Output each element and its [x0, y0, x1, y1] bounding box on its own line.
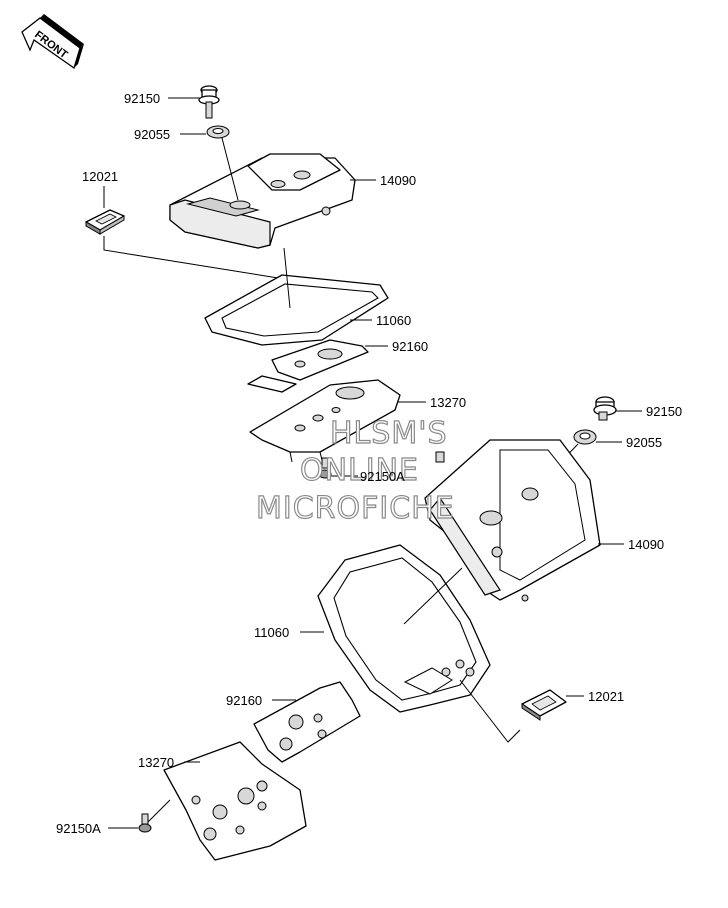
- bracket-13270-top: [249, 379, 401, 463]
- callout-plate-top: 92160: [392, 339, 428, 354]
- watermark: HLSM'S ONLINE MICROFICHE: [255, 415, 455, 526]
- callout-bracket-top: 13270: [430, 395, 466, 410]
- callout-bracket-bottom: 13270: [138, 755, 174, 770]
- cover-14090-top: [169, 137, 356, 249]
- gasket-11060-top: [204, 247, 389, 346]
- screw-92150a-bottom: [138, 799, 171, 833]
- watermark-line-1: HLSM'S: [330, 416, 448, 451]
- callout-screw-top: 92150A: [360, 469, 405, 484]
- cap-12021-bottom: [521, 689, 567, 721]
- leader-lines: [103, 97, 642, 829]
- bolt-92150-top: [198, 85, 220, 119]
- washer-92055-top: [206, 125, 230, 139]
- callout-washer-right: 92055: [626, 435, 662, 450]
- cap-12021-top: [85, 209, 279, 279]
- gasket-11060-bottom: [317, 544, 521, 743]
- plate-92160-bottom: [253, 681, 361, 763]
- callout-bolt-top: 92150: [124, 91, 160, 106]
- callout-screw-bottom: 92150A: [56, 821, 101, 836]
- callout-cover-top: 14090: [380, 173, 416, 188]
- callout-cover-bottom: 14090: [628, 537, 664, 552]
- callout-gasket-top: 11060: [376, 313, 411, 328]
- callout-washer-top: 92055: [134, 127, 170, 142]
- bolt-92150-right: [593, 396, 617, 421]
- cover-14090-bottom: [424, 439, 601, 602]
- callout-gasket-bottom: 11060: [254, 625, 289, 640]
- screw-92150a-top: [318, 457, 332, 479]
- callout-bolt-right: 92150: [646, 404, 682, 419]
- callout-plate-bottom: 92160: [226, 693, 262, 708]
- watermark-line-3: MICROFICHE: [256, 491, 455, 526]
- callout-labels: 92150 92055 14090 12021 11060 92160 1327…: [56, 91, 682, 836]
- plate-92160-top: [247, 339, 369, 393]
- bracket-13270-bottom: [163, 741, 307, 861]
- callout-cap-bottom: 12021: [588, 689, 624, 704]
- watermark-line-2: ONLINE: [300, 453, 419, 488]
- front-arrow-icon: FRONT: [21, 14, 84, 70]
- callout-cap-top: 12021: [82, 169, 118, 184]
